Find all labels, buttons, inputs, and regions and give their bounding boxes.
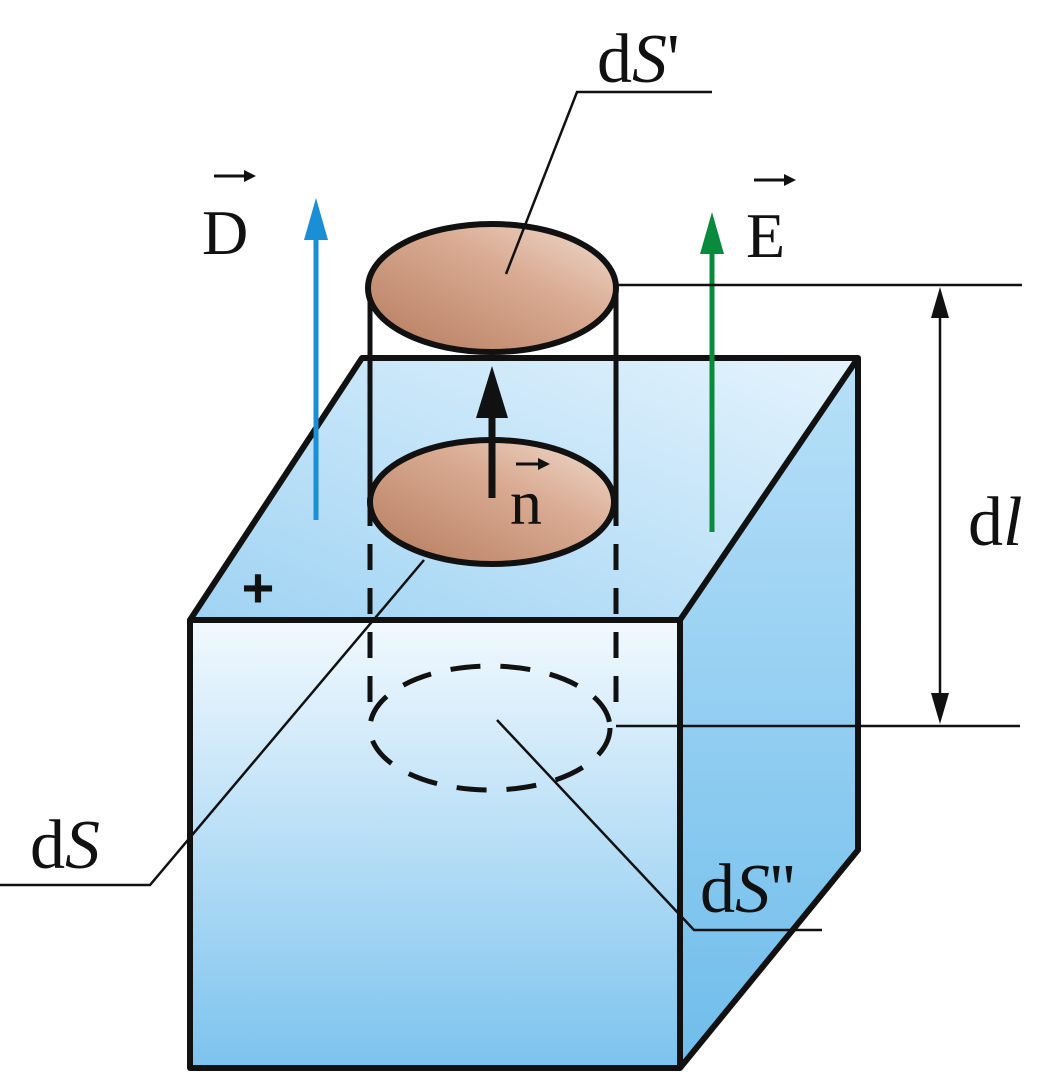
leader-dS-prime: [504, 90, 712, 275]
cylinder-hidden-walls: [367, 500, 619, 712]
dl-arrowhead-bottom: [931, 693, 949, 724]
normal-vector-n: [476, 366, 508, 498]
surface-dS-prime: [365, 221, 619, 355]
charge-sign: +: [242, 556, 275, 619]
label-D: D: [202, 170, 256, 268]
svg-text:E: E: [746, 200, 785, 271]
svg-text:n: n: [510, 467, 542, 538]
cube-front-face: [190, 620, 680, 1068]
label-dS-prime: dS': [597, 21, 680, 98]
leader-dS-double-prime: [496, 719, 822, 932]
label-dl: dl: [968, 484, 1022, 561]
label-n: n: [510, 458, 550, 538]
surface-dS-double-prime: [367, 663, 613, 793]
cube-side-face: [680, 358, 858, 1068]
cube-outline: [187, 355, 861, 1071]
label-dS: dS: [30, 807, 100, 884]
leader-lines: [0, 90, 822, 932]
D-field-arrow: [304, 198, 328, 520]
leader-dS: [0, 559, 425, 887]
label-E: E: [746, 174, 796, 271]
label-dS-double-prime: dS'': [700, 851, 795, 928]
cylinder-walls: [367, 288, 619, 500]
dl-arrowhead-top: [931, 287, 949, 318]
svg-text:D: D: [202, 197, 248, 268]
E-field-arrow: [700, 212, 724, 532]
dl-dimension: [616, 283, 1022, 728]
